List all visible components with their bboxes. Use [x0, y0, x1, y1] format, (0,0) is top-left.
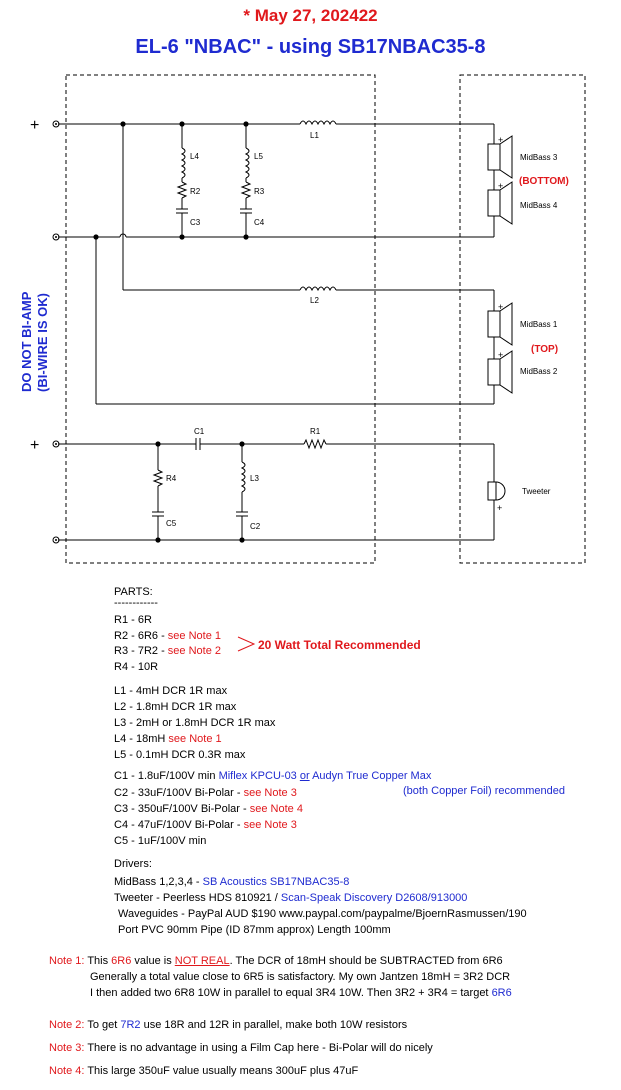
label-l1: L1	[310, 131, 319, 140]
label-c1: C1	[194, 427, 205, 436]
part-r4: R4 - 10R	[114, 661, 159, 673]
part-l5: L5 - 0.1mH DCR 0.3R max	[114, 749, 246, 761]
svg-text:+: +	[498, 350, 503, 360]
svg-text:+: +	[498, 135, 503, 145]
part-r3: R3 - 7R2 - see Note 2	[114, 645, 221, 657]
svg-text:+: +	[498, 181, 503, 191]
page-title: EL-6 "NBAC" - using SB17NBAC35-8	[135, 36, 486, 58]
note-1-line-3: I then added two 6R8 10W in parallel to …	[90, 987, 512, 999]
plus-sign: +	[30, 117, 39, 134]
part-l2: L2 - 1.8mH DCR 1R max	[114, 701, 237, 713]
svg-text:+: +	[498, 302, 503, 312]
top-label: (TOP)	[531, 344, 558, 355]
label-l4: L4	[190, 152, 199, 161]
part-c3: C3 - 350uF/100V Bi-Polar - see Note 4	[114, 803, 303, 815]
label-l3: L3	[250, 474, 259, 483]
crossover-schematic: + + + + + + + L1 L4 R2 C3 L5 R3 C4 L2 C1…	[19, 74, 586, 564]
driver-port: Port PVC 90mm Pipe (ID 87mm approx) Leng…	[118, 924, 391, 936]
label-c3: C3	[190, 218, 201, 227]
label-c5: C5	[166, 519, 177, 528]
side-note-bi-amp: DO NOT BI-AMP	[19, 291, 34, 392]
driver-midbass-3: MidBass 3	[520, 153, 558, 162]
driver-midbass: MidBass 1,2,3,4 - SB Acoustics SB17NBAC3…	[114, 876, 350, 888]
driver-waveguides: Waveguides - PayPal AUD $190 www.paypal.…	[118, 908, 527, 920]
note-2: Note 2: To get 7R2 use 18R and 12R in pa…	[49, 1019, 408, 1031]
driver-box	[459, 74, 586, 564]
note-4: Note 4: This large 350uF value usually m…	[49, 1065, 359, 1077]
parts-underline: ------------	[114, 597, 158, 609]
bottom-label: (BOTTOM)	[519, 176, 569, 187]
svg-text:+: +	[497, 503, 502, 513]
revision-date: * May 27, 202422	[243, 6, 378, 25]
label-l5: L5	[254, 152, 263, 161]
label-l2: L2	[310, 296, 319, 305]
driver-tweeter-spec: Tweeter - Peerless HDS 810921 / Scan-Spe…	[114, 892, 468, 904]
label-r1: R1	[310, 427, 321, 436]
part-l4: L4 - 18mH see Note 1	[114, 733, 222, 745]
label-r4: R4	[166, 474, 177, 483]
part-c4: C4 - 47uF/100V Bi-Polar - see Note 3	[114, 819, 297, 831]
part-c1-recommendation: (both Copper Foil) recommended	[403, 785, 566, 797]
part-l3: L3 - 2mH or 1.8mH DCR 1R max	[114, 717, 276, 729]
label-r2: R2	[190, 187, 201, 196]
driver-midbass-4: MidBass 4	[520, 201, 558, 210]
label-c2: C2	[250, 522, 261, 531]
part-r1: R1 - 6R	[114, 614, 152, 626]
side-note-bi-wire: (BI-WIRE IS OK)	[35, 293, 50, 392]
driver-tweeter: Tweeter	[522, 487, 551, 496]
part-c2: C2 - 33uF/100V Bi-Polar - see Note 3	[114, 787, 297, 799]
drivers-heading: Drivers:	[114, 858, 152, 870]
part-c1: C1 - 1.8uF/100V min Miflex KPCU-03 or Au…	[114, 770, 432, 782]
part-c5: C5 - 1uF/100V min	[114, 835, 207, 847]
crossover-box	[65, 74, 376, 564]
label-r3: R3	[254, 187, 265, 196]
note-3: Note 3: There is no advantage in using a…	[49, 1042, 433, 1054]
parts-heading: PARTS:	[114, 586, 153, 598]
part-l1: L1 - 4mH DCR 1R max	[114, 685, 228, 697]
note-1: Note 1: This 6R6 value is NOT REAL. The …	[49, 955, 503, 967]
label-c4: C4	[254, 218, 265, 227]
plus-sign: +	[30, 437, 39, 454]
note-1-line-2: Generally a total value close to 6R5 is …	[90, 971, 511, 983]
driver-midbass-1: MidBass 1	[520, 320, 558, 329]
driver-midbass-2: MidBass 2	[520, 367, 558, 376]
part-r2: R2 - 6R6 - see Note 1	[114, 630, 221, 642]
watt-recommendation: 20 Watt Total Recommended	[258, 638, 421, 652]
